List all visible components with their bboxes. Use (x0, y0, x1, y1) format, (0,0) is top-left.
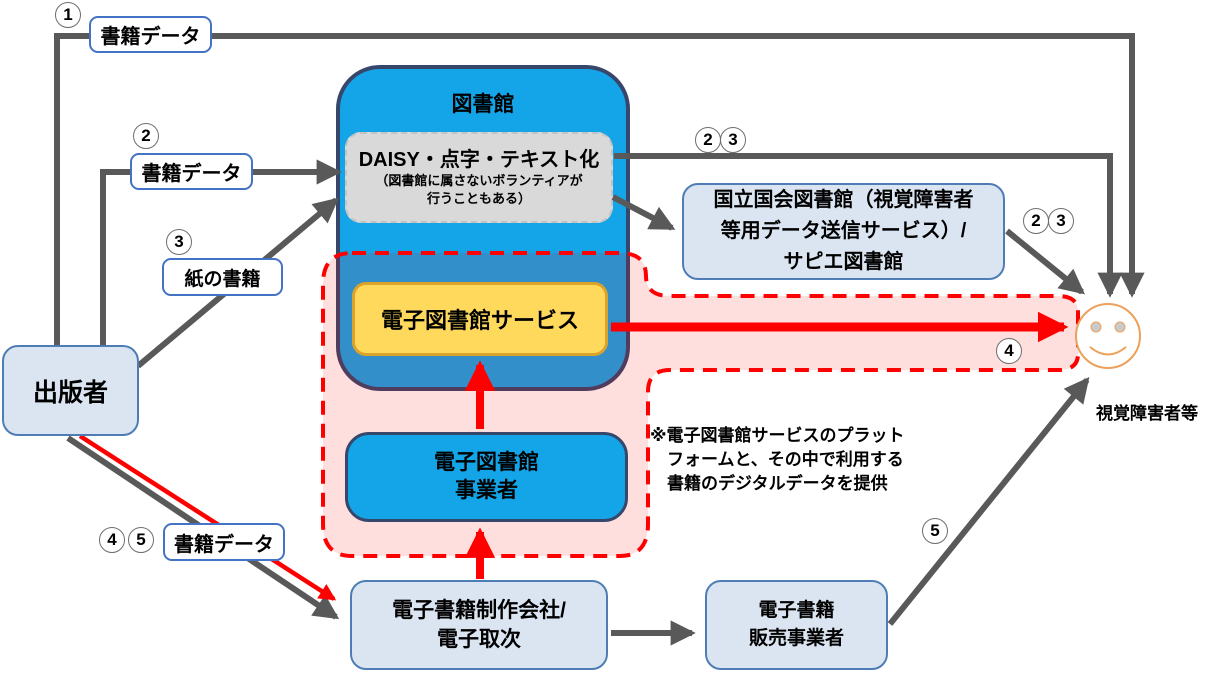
badge-1: 1 (55, 2, 81, 28)
daisy-conversion-box: DAISY・点字・テキスト化 （図書館に属さないボランティアが 行うこともある） (345, 132, 613, 223)
badge-5-bottom: 5 (128, 527, 154, 553)
publisher-box: 出版者 (2, 345, 139, 436)
badge-5-diag: 5 (922, 518, 948, 544)
flow-label-book-data-45: 書籍データ (163, 523, 285, 561)
arrow-seller-to-user (887, 377, 1090, 626)
ndl-sapie-box: 国立国会図書館（視覚障害者 等用データ送信サービス）/ サピエ図書館 (682, 183, 1005, 280)
flow-label-book-data-2: 書籍データ (130, 153, 253, 190)
elib-service-box: 電子図書館サービス (352, 282, 608, 356)
ebook-seller-box: 電子書籍 販売事業者 (705, 580, 888, 670)
flow-label-paper-book: 紙の書籍 (162, 258, 283, 296)
daisy-conversion-title: DAISY・点字・テキスト化 (358, 149, 600, 171)
badge-3: 3 (166, 229, 192, 255)
smiley-face-icon (1075, 303, 1141, 369)
publisher-label: 出版者 (32, 378, 108, 407)
daisy-conversion-subtitle-line1: （図書館に属さないボランティアが (375, 173, 583, 188)
platform-note-line3: 書籍のデジタルデータを提供 (667, 474, 888, 494)
arrow-publisher-to-maker-red (78, 434, 337, 601)
elib-provider-label: 電子図書館 事業者 (434, 450, 539, 502)
platform-note: ※電子図書館サービスのプラット フォームと、その中で利用する 書籍のデジタルデー… (650, 424, 960, 496)
arrow-ndl-to-user (1005, 228, 1085, 295)
library-label: 図書館 (451, 93, 515, 116)
daisy-conversion-subtitle-line2: 行うこともある） (426, 190, 531, 206)
platform-note-line2: フォームと、その中で利用する (667, 450, 904, 470)
elib-provider-box: 電子図書館 事業者 (345, 432, 628, 522)
badge-2-right: 2 (1023, 208, 1049, 234)
ebook-seller-label: 電子書籍 販売事業者 (748, 599, 844, 650)
ebook-maker-box: 電子書籍制作会社/ 電子取次 (350, 580, 608, 670)
badge-2: 2 (133, 123, 159, 149)
badge-2-mid: 2 (695, 127, 721, 153)
ndl-sapie-label: 国立国会図書館（視覚障害者 等用データ送信サービス）/ サピエ図書館 (713, 189, 974, 273)
badge-4-bottom: 4 (99, 527, 125, 553)
user-label: 視覚障害者等 (1096, 404, 1198, 423)
badge-3-right: 3 (1048, 208, 1074, 234)
platform-note-line1: ※電子図書館サービスのプラット (650, 426, 905, 445)
elib-service-label: 電子図書館サービス (380, 308, 579, 333)
flow-label-book-data-1: 書籍データ (89, 16, 212, 53)
badge-3-mid: 3 (720, 127, 746, 153)
ebook-maker-label: 電子書籍制作会社/ 電子取次 (392, 598, 566, 651)
badge-4-band: 4 (996, 338, 1022, 364)
